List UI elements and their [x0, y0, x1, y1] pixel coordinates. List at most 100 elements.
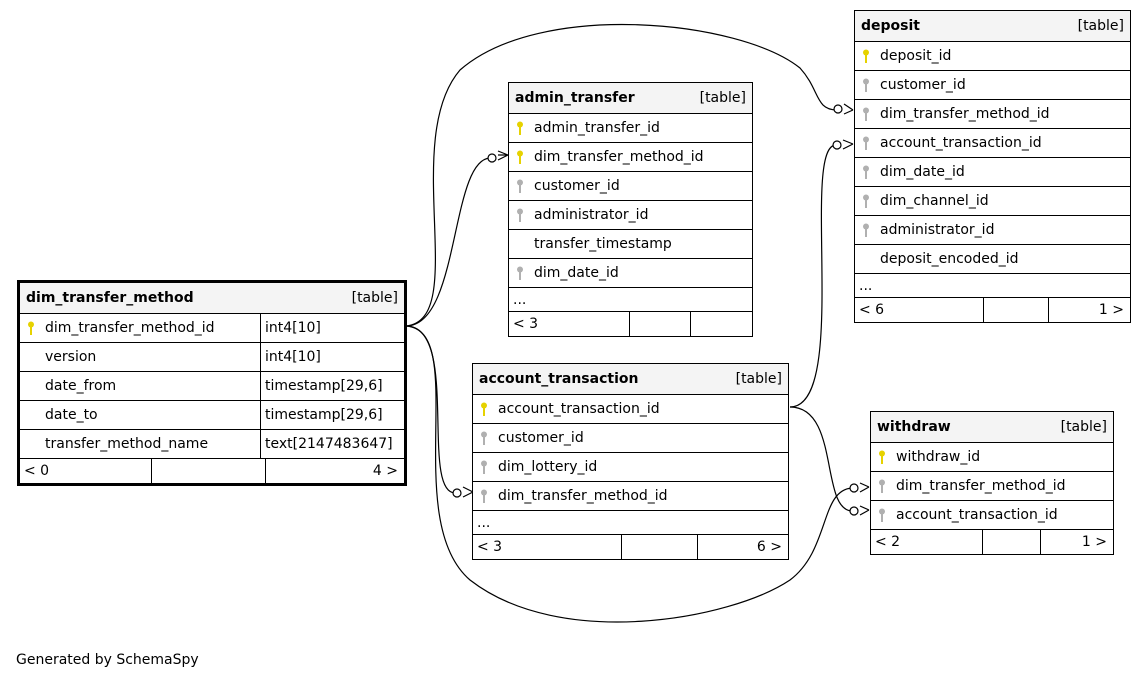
table-dim-transfer-method[interactable]: dim_transfer_method [table] dim_transfer… — [17, 280, 407, 486]
key-icon — [509, 114, 531, 142]
column-row[interactable]: dim_transfer_method_id — [473, 481, 788, 510]
column-name: dim_date_id — [534, 265, 619, 281]
footer-middle — [621, 535, 697, 559]
column-name: dim_transfer_method_id — [880, 106, 1050, 122]
footer-middle — [982, 530, 1040, 554]
key-icon — [871, 501, 893, 529]
column-row[interactable]: date_to timestamp[29,6] — [20, 400, 404, 429]
column-row[interactable]: transfer_method_name text[2147483647] — [20, 429, 404, 458]
footer-middle — [983, 298, 1048, 322]
column-row[interactable]: dim_channel_id — [855, 186, 1130, 215]
column-name: deposit_id — [880, 48, 952, 64]
column-name: dim_transfer_method_id — [45, 320, 215, 336]
column-row[interactable]: deposit_id — [855, 41, 1130, 70]
table-withdraw[interactable]: withdraw [table] withdraw_id dim_transfe… — [870, 411, 1114, 555]
column-row[interactable]: account_transaction_id — [871, 500, 1113, 529]
edge-at-to-withdraw — [789, 406, 853, 512]
key-icon — [473, 424, 495, 452]
column-name: transfer_method_name — [45, 436, 209, 452]
column-row[interactable]: deposit_encoded_id — [855, 244, 1130, 273]
column-row[interactable]: dim_transfer_method_id — [509, 142, 752, 171]
table-name: deposit — [861, 18, 920, 34]
column-row[interactable]: administrator_id — [509, 200, 752, 229]
table-name: admin_transfer — [515, 90, 635, 106]
parents-count[interactable]: < 3 — [477, 539, 503, 555]
parents-count[interactable]: < 3 — [513, 316, 539, 332]
children-count[interactable]: 1 > — [1048, 298, 1130, 322]
column-row[interactable]: admin_transfer_id — [509, 113, 752, 142]
column-row[interactable]: withdraw_id — [871, 442, 1113, 471]
footer-middle — [629, 312, 690, 336]
key-icon — [20, 314, 42, 342]
table-name: dim_transfer_method — [26, 290, 194, 306]
column-name: customer_id — [880, 77, 966, 93]
parents-count[interactable]: < 0 — [24, 463, 50, 479]
children-count[interactable] — [690, 312, 752, 336]
column-row[interactable]: dim_date_id — [855, 157, 1130, 186]
column-name: dim_channel_id — [880, 193, 989, 209]
column-name: administrator_id — [534, 207, 649, 223]
column-name: dim_transfer_method_id — [896, 478, 1066, 494]
column-name: dim_date_id — [880, 164, 965, 180]
edge-at-to-deposit — [789, 144, 837, 408]
key-icon — [509, 143, 531, 171]
column-row[interactable]: dim_lottery_id — [473, 452, 788, 481]
column-row[interactable]: customer_id — [473, 423, 788, 452]
edge-dtm-to-account-transaction — [405, 325, 456, 494]
key-icon — [473, 395, 495, 423]
table-footer: < 6 1 > — [855, 297, 1130, 322]
table-admin-transfer[interactable]: admin_transfer [table] admin_transfer_id… — [508, 82, 753, 337]
column-name: version — [45, 349, 97, 365]
column-row[interactable]: administrator_id — [855, 215, 1130, 244]
column-row[interactable]: transfer_timestamp — [509, 229, 752, 258]
table-account-transaction[interactable]: account_transaction [table] account_tran… — [472, 363, 789, 560]
edge-dtm-to-deposit — [405, 23, 838, 327]
children-count[interactable]: 4 > — [265, 459, 404, 483]
edge-dtm-to-withdraw — [405, 325, 853, 623]
children-count[interactable]: 6 > — [697, 535, 788, 559]
column-type: text[2147483647] — [260, 430, 393, 458]
column-row[interactable]: date_from timestamp[29,6] — [20, 371, 404, 400]
column-type: timestamp[29,6] — [260, 372, 383, 400]
edge-dtm-to-admin-transfer — [405, 157, 491, 327]
key-icon — [871, 472, 893, 500]
table-footer: < 3 6 > — [473, 534, 788, 559]
key-icon — [871, 443, 893, 471]
parents-count[interactable]: < 2 — [875, 534, 901, 550]
table-tag: [table] — [1077, 18, 1124, 34]
column-row[interactable]: version int4[10] — [20, 342, 404, 371]
parents-count[interactable]: < 6 — [859, 302, 885, 318]
children-count[interactable]: 1 > — [1040, 530, 1113, 554]
more-columns: ... — [473, 510, 788, 534]
key-icon — [473, 482, 495, 510]
key-icon — [473, 453, 495, 481]
key-icon — [509, 259, 531, 287]
column-row[interactable]: customer_id — [509, 171, 752, 200]
column-row[interactable]: dim_date_id — [509, 258, 752, 287]
column-row[interactable]: account_transaction_id — [855, 128, 1130, 157]
column-name: date_from — [45, 378, 117, 394]
column-row[interactable]: dim_transfer_method_id — [871, 471, 1113, 500]
column-name: customer_id — [534, 178, 620, 194]
footer-middle — [151, 459, 265, 483]
table-footer: < 3 — [509, 311, 752, 336]
column-type: int4[10] — [260, 314, 321, 342]
crowfoot-marks — [462, 103, 870, 516]
key-icon — [855, 158, 877, 186]
column-type: timestamp[29,6] — [260, 401, 383, 429]
column-name: dim_lottery_id — [498, 459, 598, 475]
table-tag: [table] — [1060, 419, 1107, 435]
key-icon — [855, 71, 877, 99]
column-name: administrator_id — [880, 222, 995, 238]
column-row[interactable]: dim_transfer_method_id int4[10] — [20, 313, 404, 342]
table-deposit[interactable]: deposit [table] deposit_id customer_id d… — [854, 10, 1131, 323]
column-row[interactable]: account_transaction_id — [473, 394, 788, 423]
column-row[interactable]: dim_transfer_method_id — [855, 99, 1130, 128]
column-row[interactable]: customer_id — [855, 70, 1130, 99]
column-name: account_transaction_id — [880, 135, 1042, 151]
key-icon — [855, 129, 877, 157]
column-name: admin_transfer_id — [534, 120, 660, 136]
column-name: customer_id — [498, 430, 584, 446]
table-footer: < 2 1 > — [871, 529, 1113, 554]
